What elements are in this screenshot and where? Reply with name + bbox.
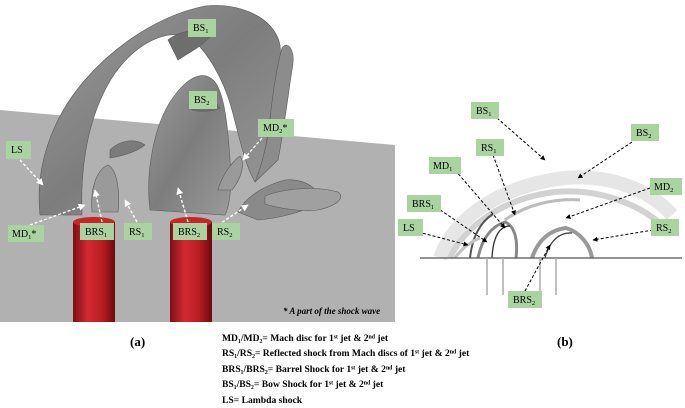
svg-text:MD1*: MD1* [12, 229, 36, 241]
label-a-brs1: BRS1 [80, 223, 114, 240]
label-a-bs2: BS2 [189, 91, 217, 109]
label-a-md2: MD2* [258, 119, 294, 137]
figure-a-panel: BS1 BS2 MD2* LS MD1* BRS1 [0, 5, 395, 322]
figure-b-arrows [417, 117, 654, 292]
figure-a-labels: BS1 BS2 MD2* LS MD1* BRS1 [6, 19, 294, 242]
svg-text:RS2: RS2 [217, 227, 232, 239]
label-a-bs1: BS1 [188, 19, 216, 37]
label-b-rs1: RS1 [476, 139, 504, 156]
label-a-ls: LS [6, 141, 31, 159]
svg-text:RS2: RS2 [656, 223, 671, 235]
label-b-md2: MD2 [650, 178, 682, 195]
legend-line-brs: BRS₁/BRS₂= Barrel Shock for 1ˢᵗ jet & 2ⁿ… [222, 363, 406, 375]
schlieren-field [433, 170, 678, 261]
legend-line-md: MD₁/MD₂= Mach disc for 1ˢᵗ jet & 2ⁿᵈ jet [222, 333, 389, 344]
svg-text:BS1: BS1 [193, 23, 208, 35]
label-a-md1: MD1* [8, 225, 44, 242]
caption-b: (b) [557, 334, 573, 349]
label-b-rs2: RS2 [651, 219, 679, 236]
svg-text:LS: LS [403, 223, 415, 234]
label-b-ls: LS [398, 219, 423, 236]
shock-wave-note: * A part of the shock wave [283, 306, 381, 316]
legend-line-bs: BS₁/BS₂= Bow Shock for 1ˢᵗ jet & 2ⁿᵈ jet [222, 379, 384, 391]
legend-line-ls: LS= Lambda shock [222, 394, 303, 406]
label-b-bs2: BS2 [631, 124, 659, 141]
figure-a-arrows [19, 137, 263, 226]
svg-text:LS: LS [11, 145, 23, 156]
svg-text:BS2: BS2 [636, 128, 651, 140]
legend-line-rs: RS₁/RS₂= Reflected shock from Mach discs… [222, 348, 470, 360]
svg-text:BRS1: BRS1 [412, 199, 434, 211]
svg-text:BRS2: BRS2 [513, 295, 535, 307]
svg-text:BS2: BS2 [194, 95, 209, 107]
inlet-2 [539, 258, 557, 295]
svg-text:BS1: BS1 [476, 106, 491, 118]
label-a-brs2: BRS2 [173, 223, 207, 240]
label-a-rs2: RS2 [212, 223, 240, 240]
svg-text:MD2: MD2 [654, 182, 673, 194]
inlet-1 [486, 258, 504, 295]
svg-text:BRS2: BRS2 [178, 227, 200, 239]
figure-b-panel: BS1 BS2 RS1 MD1 MD2 BRS1 [398, 102, 682, 308]
svg-text:MD2*: MD2* [263, 123, 287, 135]
label-b-bs1: BS1 [471, 102, 499, 119]
label-b-md1: MD1 [429, 157, 461, 174]
label-b-brs2: BRS2 [508, 291, 542, 308]
label-b-brs1: BRS1 [407, 195, 441, 212]
svg-text:RS1: RS1 [129, 227, 144, 239]
shock-isosurface [38, 5, 342, 221]
svg-text:RS1: RS1 [481, 143, 496, 155]
abbreviation-legend: MD₁/MD₂= Mach disc for 1ˢᵗ jet & 2ⁿᵈ jet… [222, 331, 469, 408]
svg-text:MD1: MD1 [433, 161, 452, 173]
svg-text:BRS1: BRS1 [85, 227, 107, 239]
figure-b-labels: BS1 BS2 RS1 MD1 MD2 BRS1 [398, 102, 682, 308]
caption-a: (a) [130, 334, 146, 349]
label-a-rs1: RS1 [124, 223, 152, 240]
